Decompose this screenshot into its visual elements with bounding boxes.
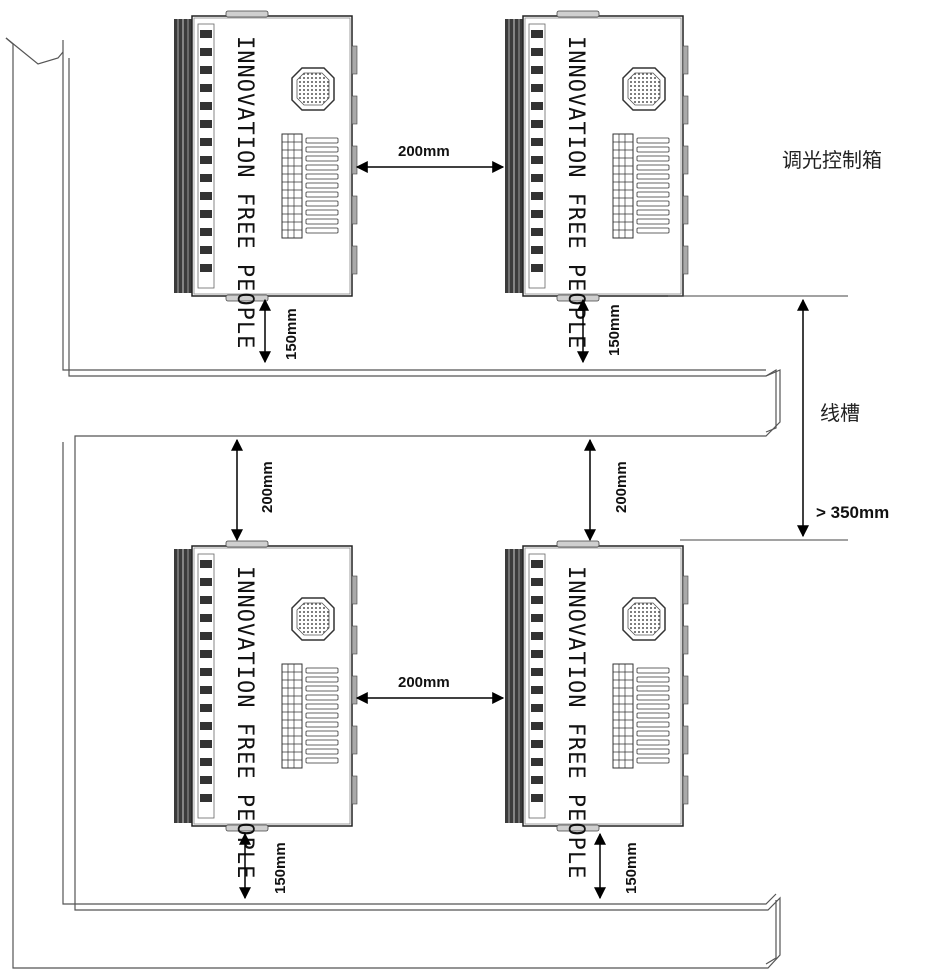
dimension-v-200-2: 200mm — [584, 438, 630, 542]
dim-label: 150mm — [283, 308, 300, 360]
control-box-top-left: INNOVATION FREE PEOPLE — [173, 10, 358, 349]
dim-label: 150mm — [623, 842, 640, 894]
control-box-label: 调光控制箱 — [782, 148, 882, 172]
dim-label: 200mm — [398, 143, 450, 160]
dim-label: 200mm — [398, 674, 450, 691]
dimension-v-200-1: 200mm — [231, 438, 276, 542]
control-box-top-right: INNOVATION FREE PEOPLE — [504, 10, 689, 349]
dimension-h-top: 200mm — [355, 143, 505, 173]
dimension-h-bottom: 200mm — [355, 674, 505, 704]
dimension-v-150-1: 150mm — [259, 298, 300, 364]
dim-label: 200mm — [259, 461, 276, 513]
min-gap-label: > 350mm — [816, 503, 889, 522]
box-brand-text: INNOVATION FREE PEOPLE — [563, 36, 588, 349]
box-brand-text: INNOVATION FREE PEOPLE — [232, 566, 257, 879]
dim-label: 200mm — [613, 461, 630, 513]
dim-label: 150mm — [272, 842, 289, 894]
trunking-label: 线槽 — [820, 401, 860, 425]
box-brand-text: INNOVATION FREE PEOPLE — [563, 566, 588, 879]
dimension-v-150-3: 150mm — [239, 832, 289, 900]
dimension-v-150-2: 150mm — [577, 298, 623, 364]
dimension-v-150-4: 150mm — [594, 832, 640, 900]
dimension-min-gap: > 350mm — [668, 295, 889, 541]
box-brand-text: INNOVATION FREE PEOPLE — [232, 36, 257, 349]
control-box-bottom-left: INNOVATION FREE PEOPLE — [173, 540, 358, 879]
dim-label: 150mm — [606, 304, 623, 356]
control-box-bottom-right: INNOVATION FREE PEOPLE — [504, 540, 689, 879]
cable-trunking — [5, 37, 781, 969]
